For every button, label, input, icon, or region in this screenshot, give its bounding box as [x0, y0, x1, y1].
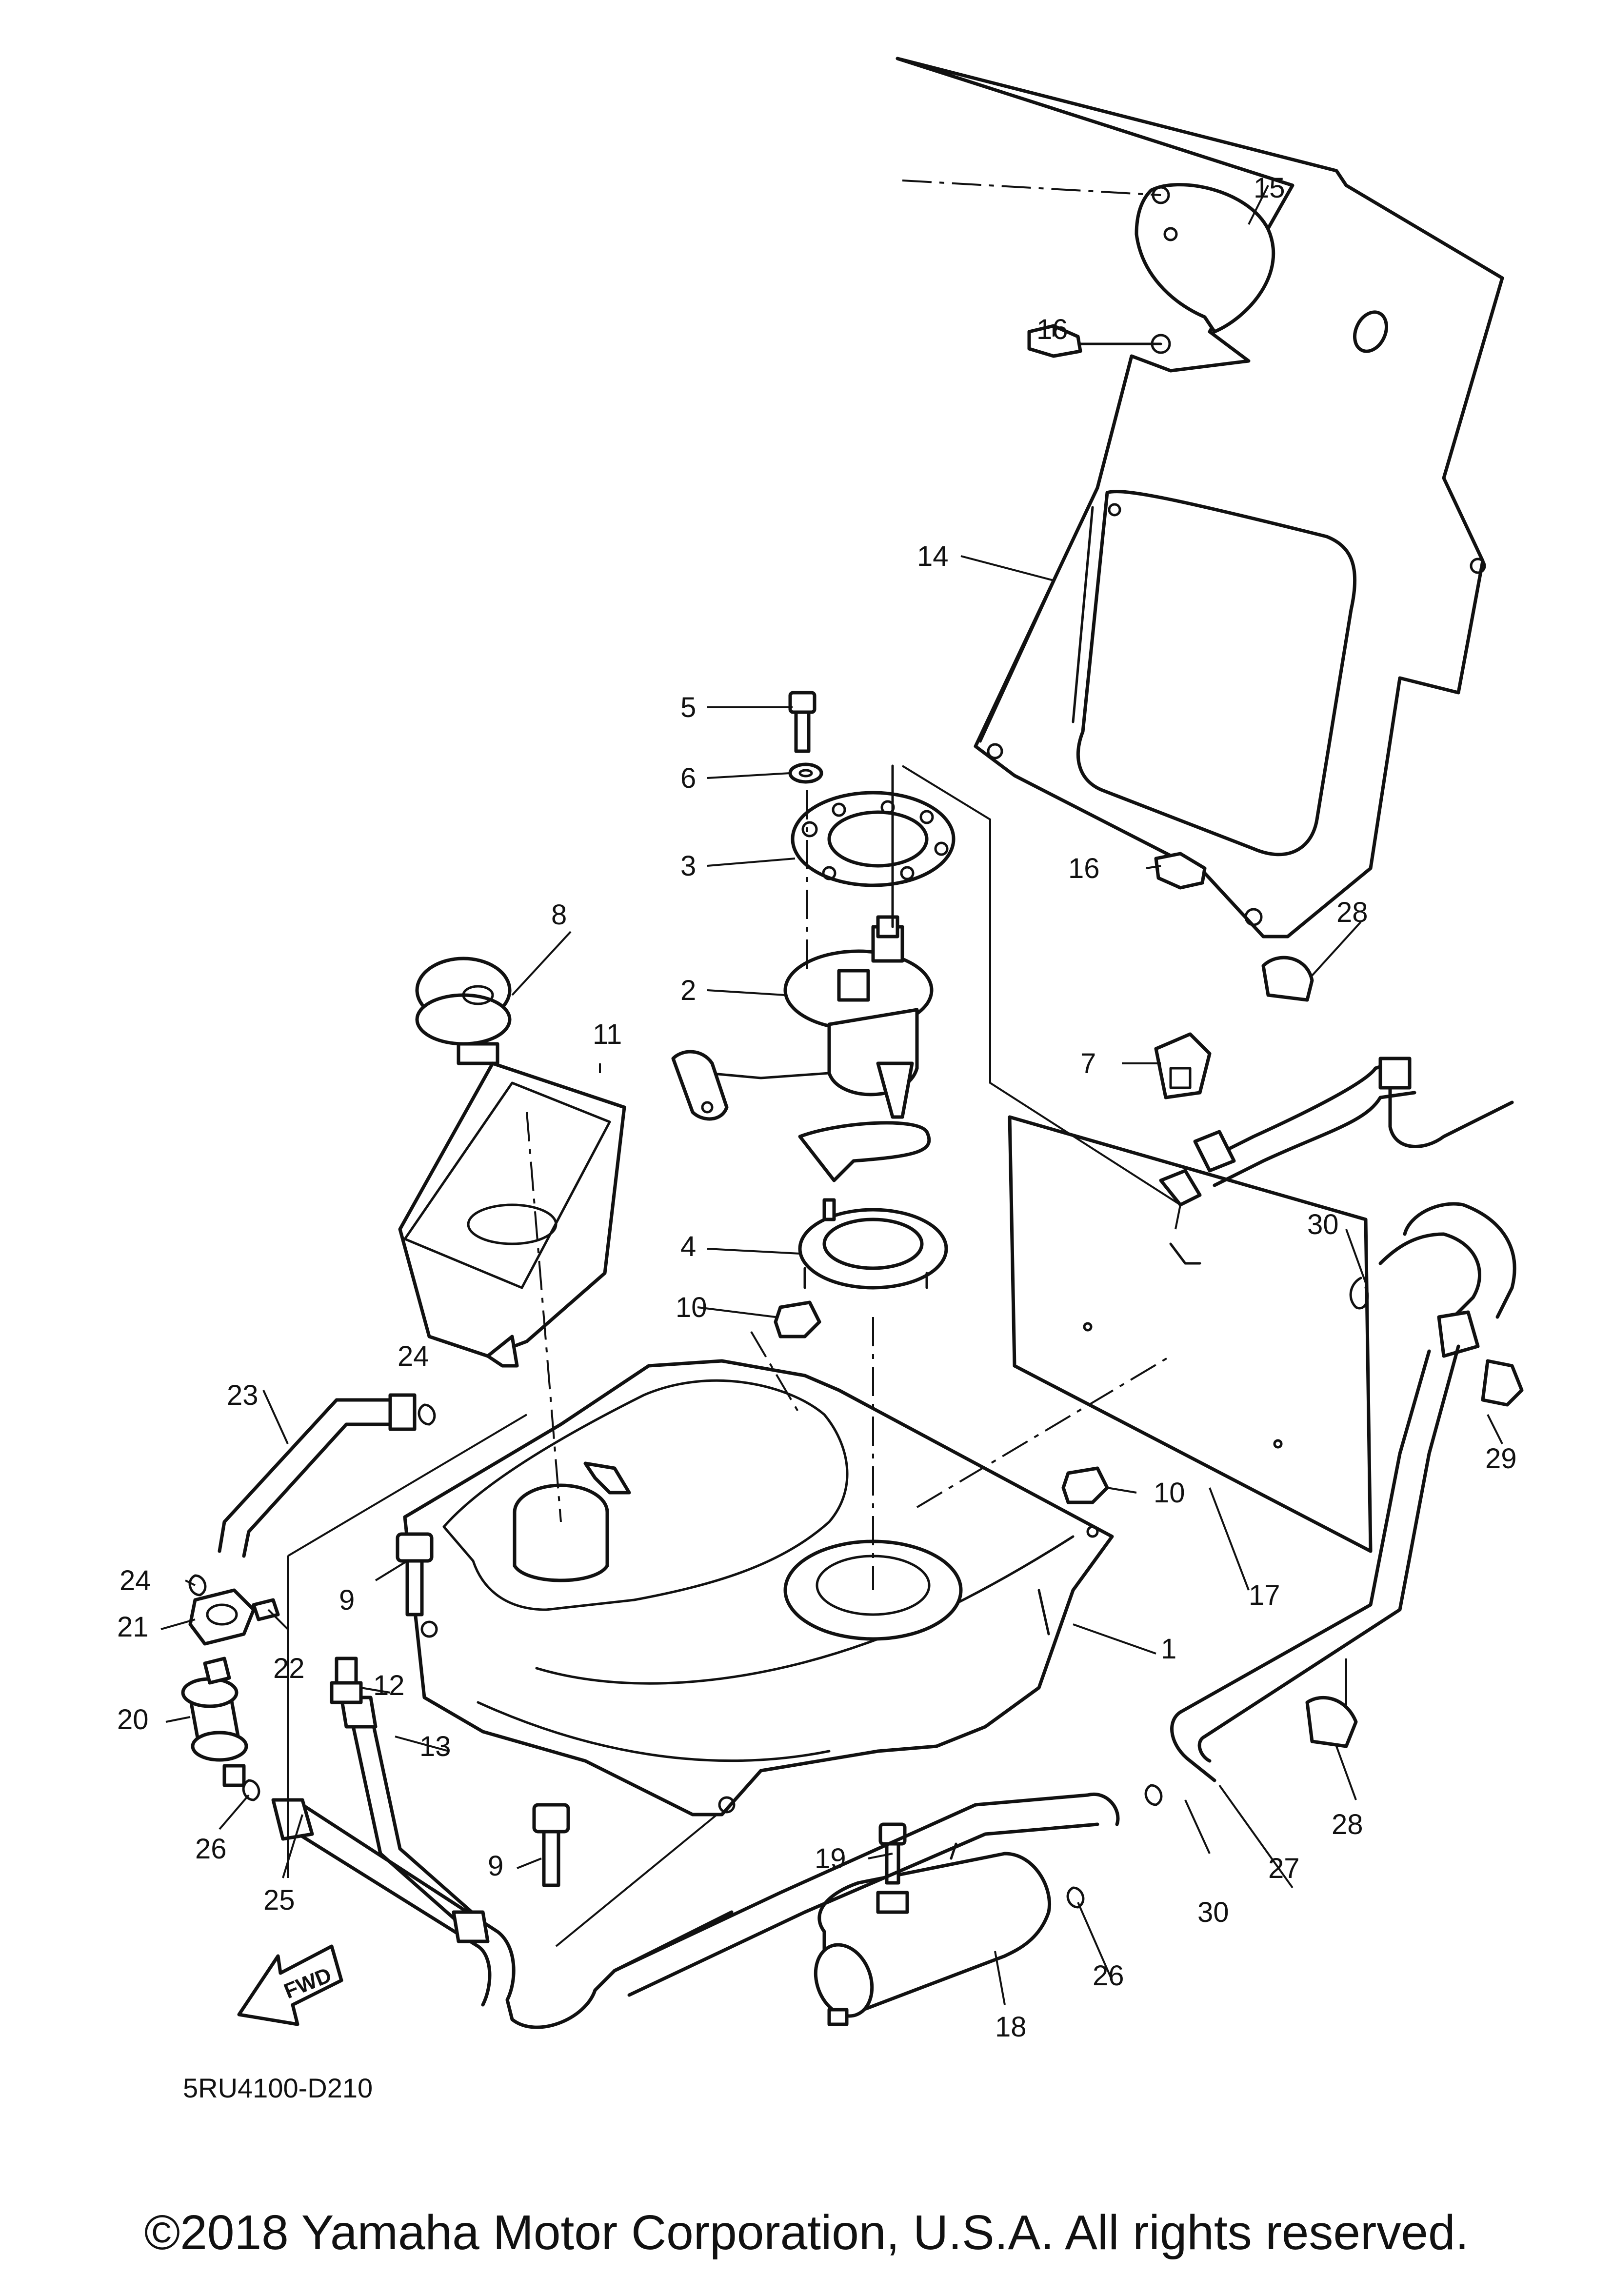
part-clip-26a	[242, 1779, 260, 1801]
part-clip-upper	[1027, 324, 1171, 358]
part-hose-27	[1170, 1710, 1216, 1782]
part-clip-lower	[1154, 852, 1207, 890]
part-nut-10a	[774, 1300, 821, 1338]
callout-6: 6	[680, 762, 696, 794]
callout-13: 13	[419, 1731, 451, 1762]
callout-7: 7	[1080, 1048, 1096, 1079]
callout-1: 1	[1161, 1633, 1176, 1665]
callout-3: 3	[680, 850, 696, 882]
part-clip-26b	[1066, 1886, 1085, 1909]
part-ring-nut	[798, 1198, 948, 1290]
callout-27: 27	[1268, 1853, 1300, 1884]
part-hose-25	[271, 1793, 1120, 2029]
callout-30a: 30	[1307, 1209, 1339, 1240]
leader-lines	[160, 185, 1503, 2005]
callout-16b: 16	[1068, 853, 1100, 884]
callout-21: 21	[117, 1611, 149, 1643]
callout-17: 17	[1249, 1579, 1280, 1611]
part-pad	[1008, 1115, 1373, 1553]
callout-29: 29	[1485, 1443, 1517, 1475]
part-hose-right	[1178, 1202, 1524, 1738]
callout-9a: 9	[339, 1584, 355, 1616]
callout-14: 14	[917, 540, 949, 572]
part-bolt-5	[788, 691, 816, 753]
part-fitting-12	[330, 1657, 363, 1704]
part-gasket	[902, 180, 1275, 334]
part-washer-6	[788, 762, 823, 784]
part-clip-24b	[188, 1574, 207, 1597]
callout-2: 2	[680, 975, 696, 1006]
part-hose-upper-right	[1159, 1057, 1514, 1207]
callout-23: 23	[227, 1379, 259, 1411]
diagram-code: 5RU4100-D210	[183, 2073, 373, 2103]
callout-26b: 26	[1093, 1960, 1124, 1992]
callout-22: 22	[273, 1653, 305, 1684]
part-cover-plate	[896, 57, 1504, 938]
callout-10b: 10	[1154, 1477, 1185, 1509]
part-bolt-9a	[396, 1532, 434, 1617]
callout-10a: 10	[676, 1292, 707, 1323]
part-hose-13	[339, 1696, 490, 1943]
callout-8: 8	[551, 899, 567, 931]
part-bolt-9b	[532, 1803, 570, 1887]
callout-4: 4	[680, 1231, 696, 1262]
assembly-lines	[287, 765, 1347, 1947]
callout-24b: 24	[119, 1565, 151, 1597]
callout-20: 20	[117, 1704, 149, 1736]
callout-12: 12	[373, 1670, 405, 1701]
callout-25: 25	[263, 1884, 295, 1916]
part-fuel-pump	[671, 764, 934, 1182]
part-filler-box	[398, 1061, 626, 1368]
callout-28a: 28	[1336, 897, 1368, 928]
callout-5: 5	[680, 692, 696, 723]
callout-9b: 9	[488, 1850, 503, 1882]
callout-30b: 30	[1197, 1897, 1229, 1928]
part-strainer-20	[181, 1657, 248, 1787]
fwd-arrow: FWD	[237, 1944, 343, 2026]
part-fuel-tank	[403, 1317, 1172, 1817]
callout-15: 15	[1254, 172, 1285, 204]
part-retainer-plate	[791, 791, 956, 887]
callout-11: 11	[593, 1018, 622, 1050]
part-filler-cap	[415, 957, 512, 1065]
part-nut-10b	[1061, 1466, 1109, 1504]
part-clip-30b	[1144, 1784, 1163, 1806]
copyright-notice: ©2018 Yamaha Motor Corporation, U.S.A. A…	[144, 2205, 1469, 2260]
part-fitting-7	[1154, 1032, 1212, 1099]
callout-16a: 16	[1036, 314, 1068, 345]
part-clip-24a	[418, 1403, 436, 1426]
part-clamp-28a	[1261, 956, 1314, 1002]
callout-26a: 26	[195, 1833, 227, 1865]
part-fuel-filter	[814, 1842, 1051, 2026]
callout-24a: 24	[398, 1340, 429, 1372]
part-clamp-21	[188, 1588, 256, 1646]
callout-19: 19	[815, 1843, 846, 1875]
callout-18: 18	[995, 2011, 1027, 2043]
callout-28b: 28	[1332, 1809, 1363, 1840]
part-clamp-28b	[1305, 1696, 1358, 1748]
part-hose-23	[218, 1393, 417, 1558]
